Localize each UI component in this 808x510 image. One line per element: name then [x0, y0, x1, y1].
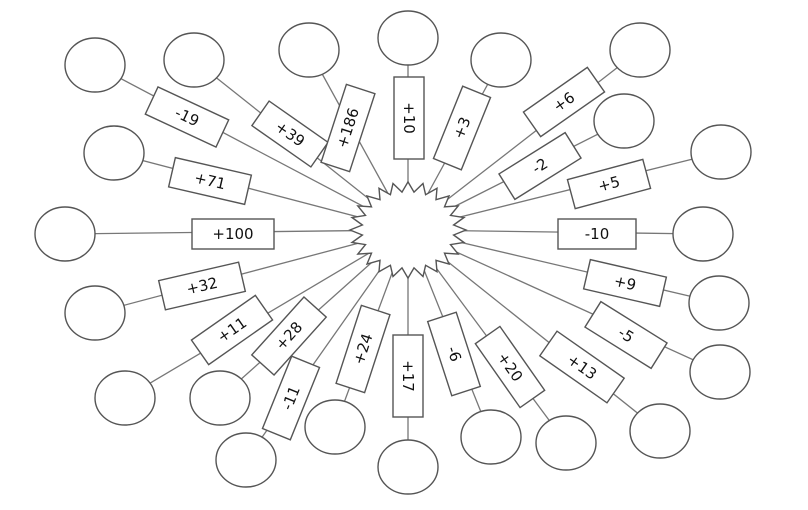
answer-circle[interactable]: [460, 409, 522, 465]
answer-circle[interactable]: [189, 370, 251, 426]
answer-circle[interactable]: [278, 22, 340, 78]
operation-box-frame: [498, 131, 582, 201]
operation-box: +3: [432, 85, 492, 171]
operation-box-frame: [432, 85, 492, 171]
operation-box: -11: [261, 355, 321, 441]
spoke-line: [407, 229, 661, 432]
operation-box-frame: [393, 76, 425, 160]
operation-box-frame: [566, 158, 652, 210]
operation-box: +100: [191, 218, 275, 250]
operation-boxes-layer: -19+39+186+10+3+6+71-2+5+100-10+32+9+11+…: [144, 66, 668, 441]
operation-label: -10: [585, 225, 610, 243]
answer-circle[interactable]: [470, 32, 532, 88]
center-start-star[interactable]: [348, 180, 468, 280]
operation-box: +10: [393, 76, 425, 160]
operation-label: -6: [443, 344, 465, 364]
operation-label: +9: [612, 272, 638, 295]
operation-box: +13: [538, 330, 626, 404]
answer-circle[interactable]: [377, 10, 439, 66]
answer-circle[interactable]: [593, 93, 655, 149]
answer-circle[interactable]: [689, 344, 751, 400]
operation-box-frame: [167, 156, 253, 206]
answer-circle[interactable]: [304, 399, 366, 455]
operation-box: -5: [584, 300, 668, 370]
operation-box-frame: [335, 304, 391, 394]
operation-box-frame: [474, 325, 546, 409]
answer-circle[interactable]: [535, 415, 597, 471]
operation-box: -10: [557, 218, 637, 250]
answer-circle[interactable]: [688, 275, 750, 331]
answer-circle[interactable]: [215, 432, 277, 488]
operation-box-frame: [191, 218, 275, 250]
answer-circle[interactable]: [83, 125, 145, 181]
answer-circle[interactable]: [609, 22, 671, 78]
answer-circle[interactable]: [163, 32, 225, 88]
operation-box: +24: [335, 304, 391, 394]
operation-box: -2: [498, 131, 582, 201]
operation-label: +5: [596, 172, 622, 195]
operation-box-frame: [392, 334, 424, 418]
operation-label: +10: [400, 102, 418, 134]
spoke-line: [94, 64, 409, 231]
operation-box: -6: [426, 311, 482, 397]
operation-box: +39: [250, 100, 330, 168]
answer-circle[interactable]: [377, 439, 439, 495]
operation-box-frame: [522, 66, 606, 138]
answer-circle[interactable]: [34, 206, 96, 262]
operation-box-frame: [426, 311, 482, 397]
spoke-line: [94, 229, 409, 314]
operation-label: +100: [212, 225, 253, 243]
answer-circle[interactable]: [64, 37, 126, 93]
operation-box: +9: [582, 258, 668, 308]
answer-circle[interactable]: [672, 206, 734, 262]
answer-circles-layer: [34, 10, 752, 495]
operation-box: +17: [392, 334, 424, 418]
operation-box: -19: [144, 85, 230, 149]
operation-box-frame: [261, 355, 321, 441]
operation-box: +32: [157, 261, 247, 311]
operation-box-frame: [190, 294, 274, 366]
answer-circle[interactable]: [64, 285, 126, 341]
operation-box: +6: [522, 66, 606, 138]
operation-box: +20: [474, 325, 546, 409]
operation-box-frame: [582, 258, 668, 308]
operation-box-frame: [157, 261, 247, 311]
operation-box-frame: [250, 295, 328, 377]
operation-box: +5: [566, 158, 652, 210]
operation-label: +17: [399, 360, 417, 392]
answer-circle[interactable]: [629, 403, 691, 459]
operation-box: +71: [167, 156, 253, 206]
operation-box-frame: [320, 83, 376, 173]
operation-box-frame: [144, 85, 230, 149]
operation-box-frame: [557, 218, 637, 250]
operation-box-frame: [250, 100, 330, 168]
answer-circle[interactable]: [94, 370, 156, 426]
operation-box-frame: [538, 330, 626, 404]
operation-box: +186: [320, 83, 376, 173]
answer-circle[interactable]: [690, 124, 752, 180]
spoke-line: [407, 229, 721, 373]
operation-box-frame: [584, 300, 668, 370]
